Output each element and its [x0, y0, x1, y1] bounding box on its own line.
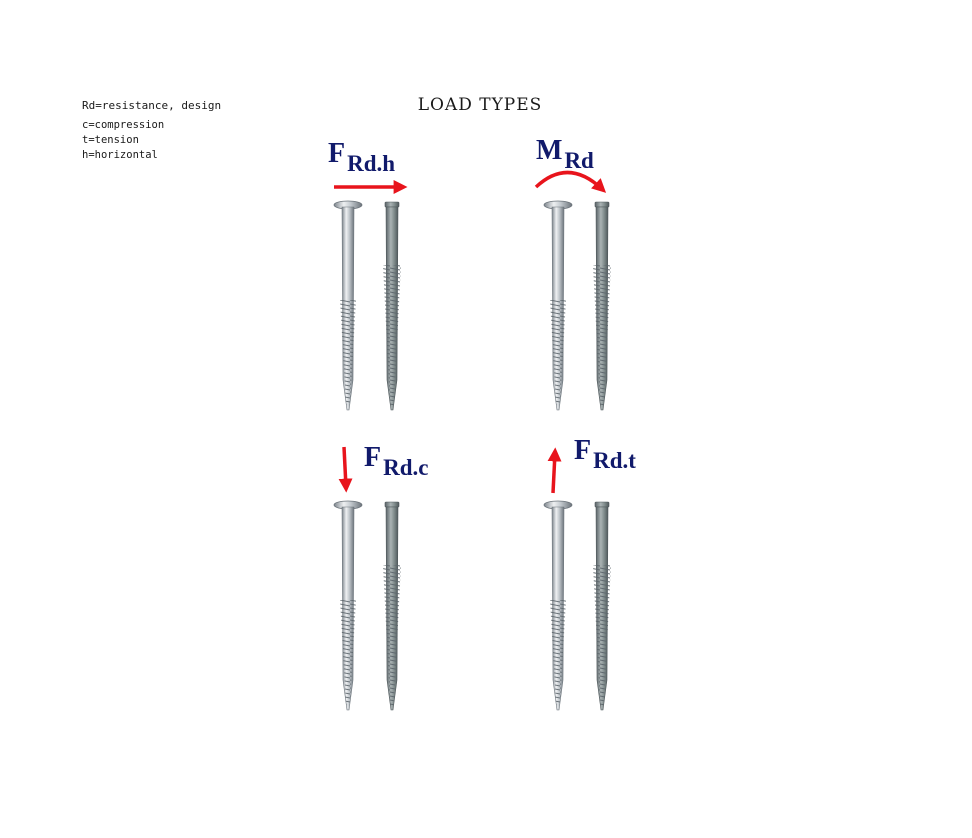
screw-head	[385, 202, 399, 207]
screw-thread	[383, 265, 401, 405]
screw-thread	[340, 300, 356, 405]
screw-head	[385, 502, 399, 507]
screw-head	[595, 502, 609, 507]
legend-item-tension: t=tension	[82, 133, 221, 148]
screw-thread	[593, 565, 611, 705]
screw-thread	[550, 600, 566, 705]
legend-item-horizontal: h=horizontal	[82, 148, 221, 163]
panel-moment-load: MRd	[530, 135, 850, 425]
screw-thread	[383, 565, 401, 705]
panel-tension-load: FRd.t	[530, 435, 850, 725]
screw-thread	[593, 265, 611, 405]
legend-title: Rd=resistance, design	[82, 99, 221, 112]
legend-item-compression: c=compression	[82, 118, 221, 133]
legend: Rd=resistance, design c=compression t=te…	[82, 99, 221, 163]
ground-screw-pair-2	[530, 135, 850, 425]
screw-thread	[340, 600, 356, 705]
screw-thread	[550, 300, 566, 405]
page-title: LOAD TYPES	[390, 95, 570, 115]
screw-head	[595, 202, 609, 207]
ground-screw-pair-4	[530, 435, 850, 725]
